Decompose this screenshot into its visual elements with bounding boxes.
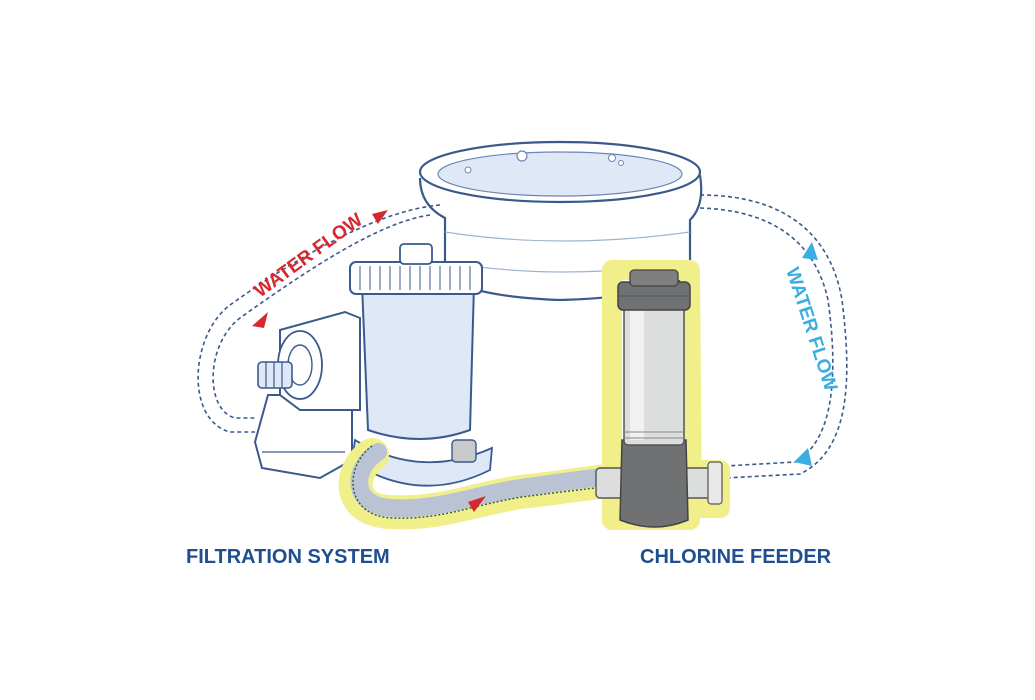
filter-pump bbox=[253, 243, 494, 487]
flow-arrow-right-top bbox=[802, 242, 818, 260]
right-flow-loop bbox=[699, 194, 848, 479]
flow-arrow-left-top bbox=[372, 210, 388, 224]
chlorine-feeder bbox=[595, 269, 723, 528]
flow-arrow-left-bottom bbox=[252, 312, 268, 328]
flow-arrow-hose bbox=[468, 496, 486, 512]
filtration-system-label: FILTRATION SYSTEM bbox=[186, 546, 390, 568]
chlorine-feeder-label: CHLORINE FEEDER bbox=[640, 546, 832, 568]
water-flow-label-right: WATER FLOW bbox=[781, 265, 841, 394]
left-flow-loop bbox=[197, 204, 441, 433]
pool bbox=[418, 140, 703, 302]
flow-arrow-right-bottom bbox=[794, 448, 812, 466]
connection-hose bbox=[350, 443, 624, 519]
pool-water bbox=[437, 151, 683, 197]
